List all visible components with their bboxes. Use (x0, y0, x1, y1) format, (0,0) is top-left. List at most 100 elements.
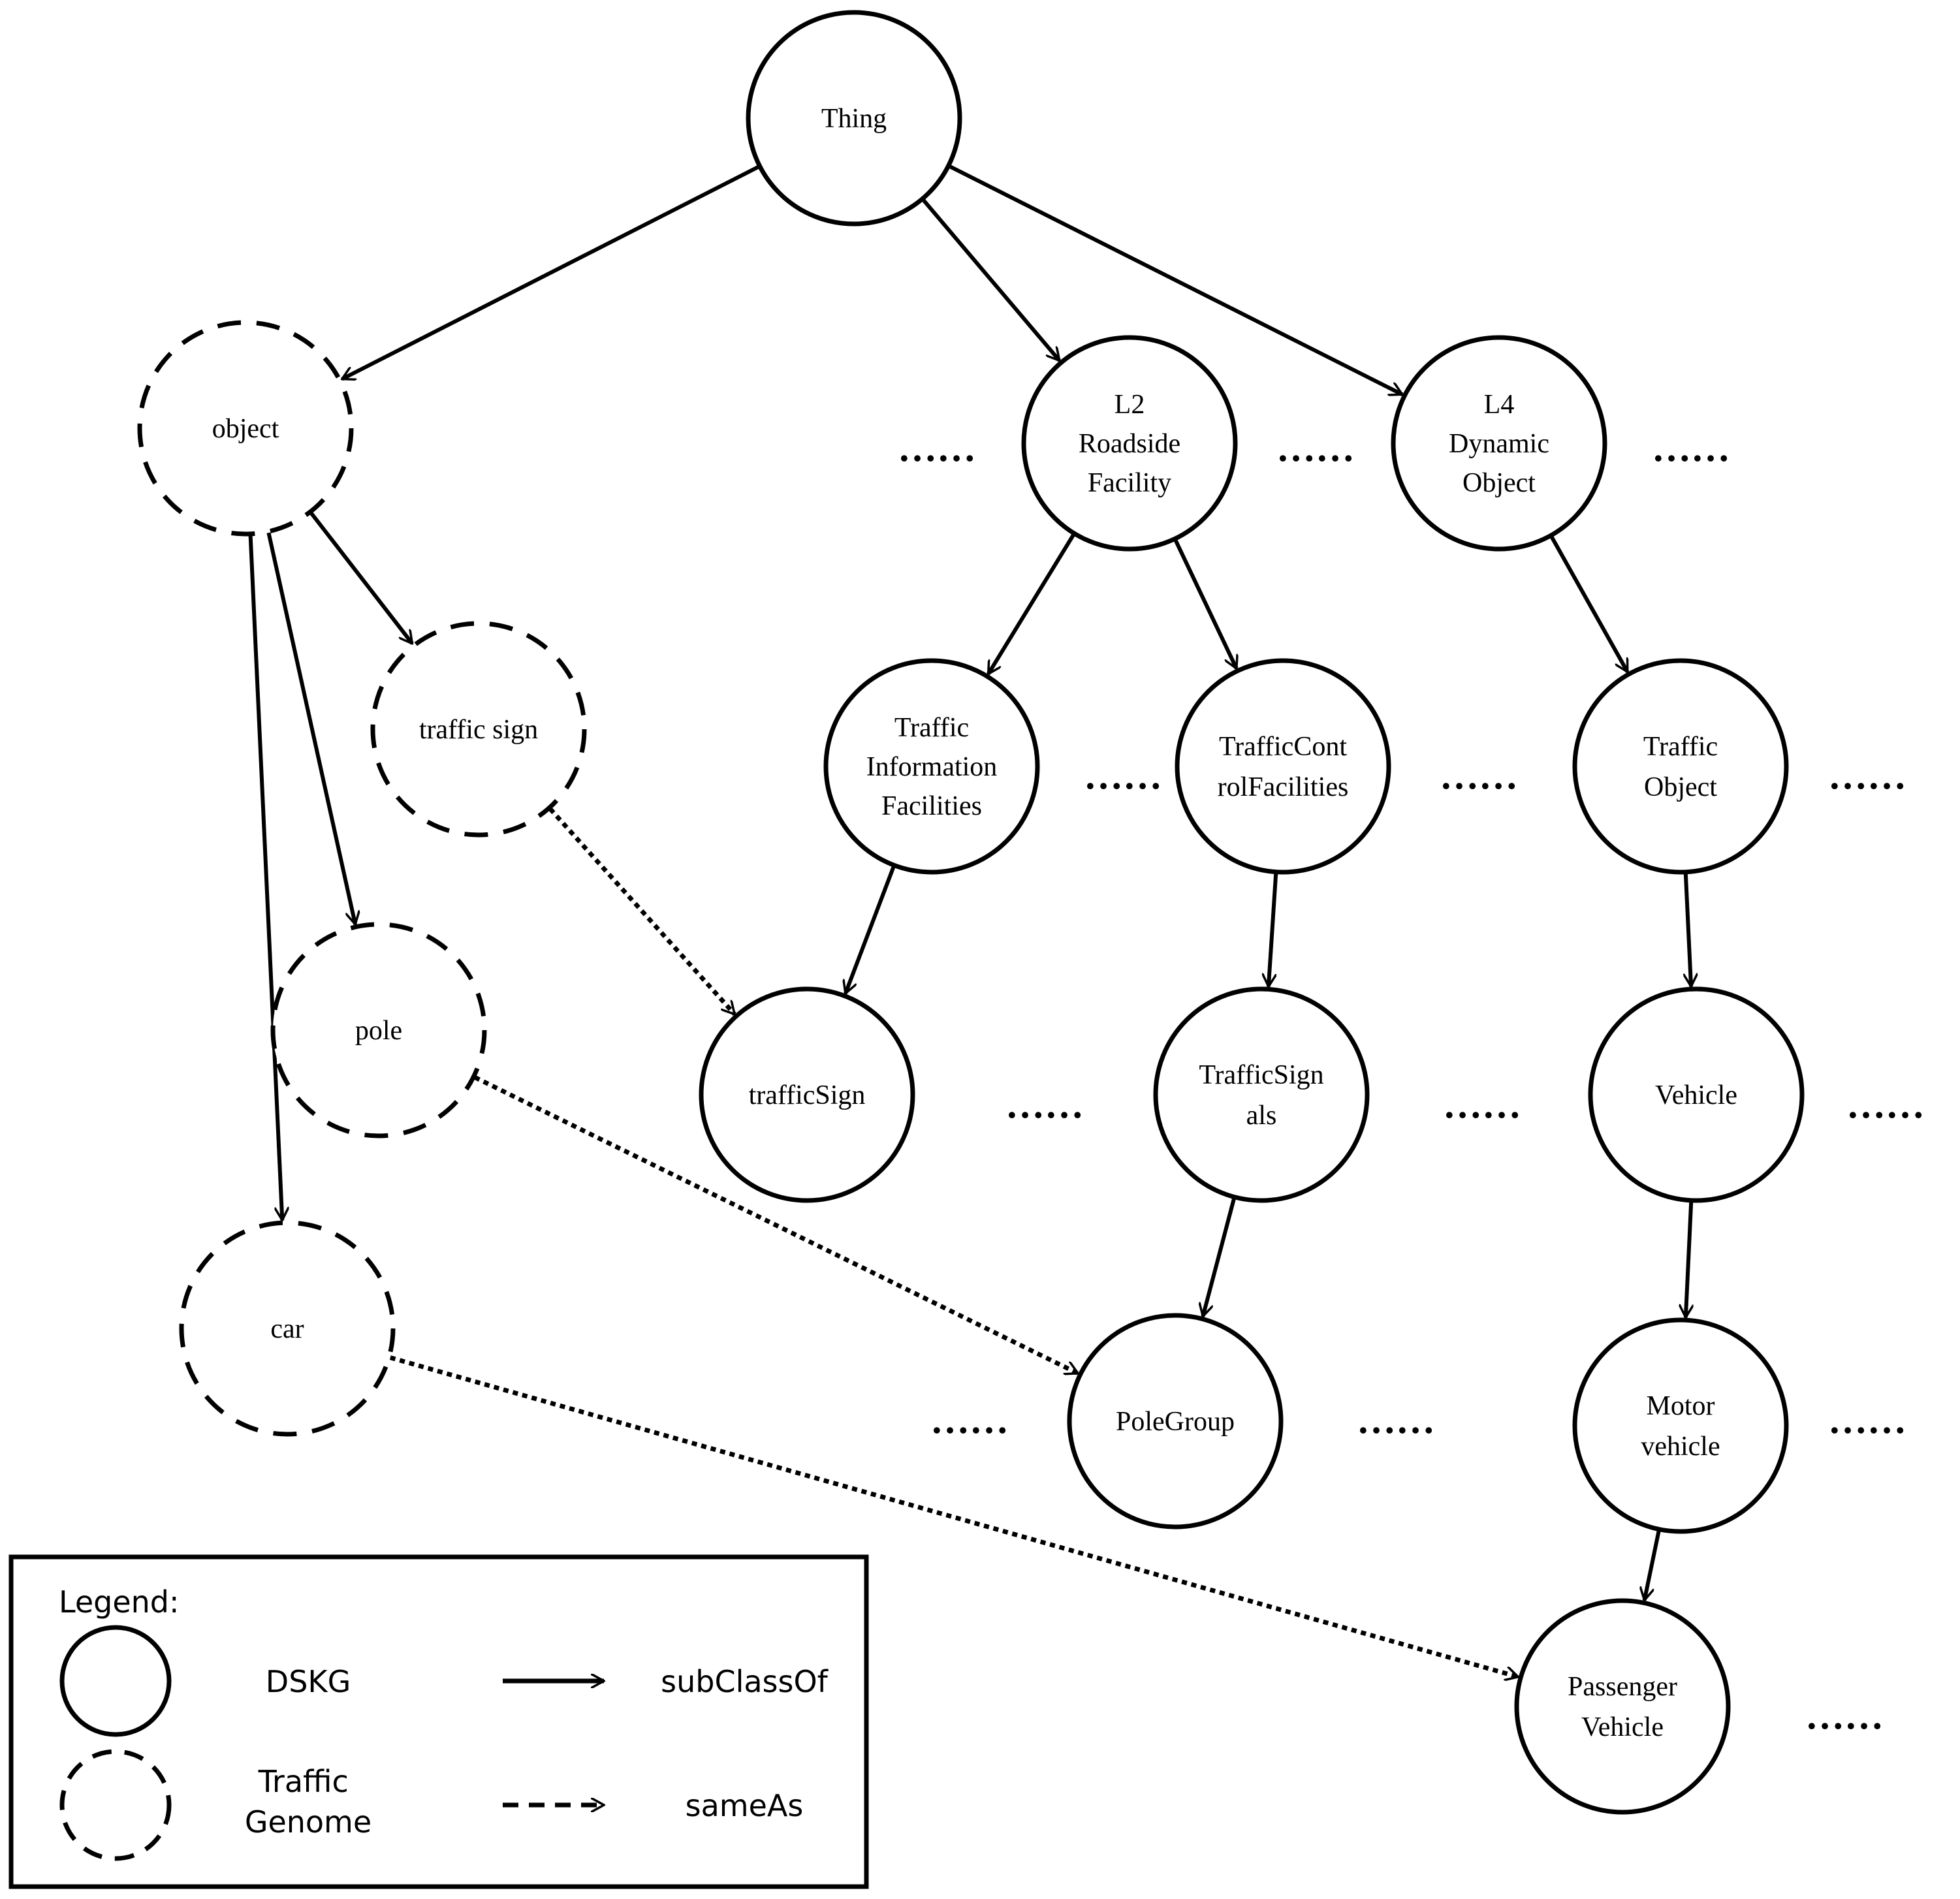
ellipsis-dots: …… (1357, 1398, 1435, 1441)
node-label: Roadside (1079, 429, 1180, 459)
node-label: object (212, 414, 279, 444)
edge-sameas (548, 807, 736, 1014)
node-label: Object (1644, 772, 1717, 802)
node-circle (179, 1220, 396, 1437)
node-label: pole (355, 1016, 402, 1046)
node-label: L4 (1484, 390, 1515, 420)
edge-subclassof (987, 533, 1075, 674)
legend-dskg-symbol (59, 1625, 172, 1737)
node-label: als (1246, 1101, 1277, 1131)
edge-subclassof (846, 866, 896, 993)
node-label: Passenger (1568, 1672, 1677, 1702)
edge-subclassof (1686, 873, 1691, 986)
node-label: vehicle (1641, 1432, 1720, 1462)
legend-subclassof-label: subClassOf (661, 1664, 829, 1699)
node-label: Dynamic (1449, 429, 1549, 459)
ellipsis-dots: …… (1828, 754, 1906, 797)
edge-subclassof (248, 535, 283, 1220)
node-label: L2 (1114, 390, 1145, 420)
legend-traffic-genome-symbol (59, 1749, 172, 1861)
node-tcf: TrafficCont rolFacilities (1175, 658, 1391, 875)
node-label: PoleGroup (1116, 1407, 1235, 1437)
node-label: Traffic (894, 713, 969, 743)
edge-subclassof (1645, 1530, 1661, 1601)
ellipsis-dots: …… (1276, 426, 1355, 469)
node-signals: TrafficSign als (1153, 986, 1370, 1203)
legend-box (8, 1554, 869, 1889)
legend-traffic-genome-line2: Genome (245, 1804, 371, 1840)
node-polegroup: PoleGroup (1067, 1313, 1284, 1530)
legend: Legend: DSKG Traffic Genome subClassOf s… (8, 1554, 869, 1889)
node-label: Vehicle (1581, 1712, 1664, 1742)
node-pole: pole (270, 922, 487, 1138)
node-label: Traffic (1643, 732, 1718, 762)
node-label: rolFacilities (1218, 772, 1349, 802)
node-circle (270, 922, 487, 1138)
edge-subclassof (1269, 873, 1278, 987)
node-vehicle: Vehicle (1588, 986, 1805, 1203)
node-label: Motor (1647, 1391, 1715, 1421)
node-label: car (270, 1314, 304, 1344)
node-label: Vehicle (1655, 1080, 1737, 1110)
edge-subclassof (266, 532, 355, 924)
edge-sameas (473, 1075, 1078, 1375)
legend-dskg-label: DSKG (266, 1664, 351, 1699)
node-circle (1588, 986, 1805, 1203)
node-circle (1572, 658, 1789, 875)
ellipsis-dots: …… (1440, 754, 1518, 797)
node-label: Thing (821, 104, 887, 134)
node-motor: Motor vehicle (1572, 1317, 1789, 1534)
node-traffic-sign-tg: traffic sign (370, 621, 587, 838)
edge-subclassof (921, 198, 1060, 360)
node-circle (699, 986, 915, 1203)
legend-traffic-genome-label: Traffic Genome (245, 1764, 371, 1840)
edge-subclassof (342, 165, 760, 381)
ellipsis-dots: …… (1846, 1083, 1925, 1126)
ellipsis-dots: …… (1084, 754, 1162, 797)
node-circle (823, 658, 1040, 875)
node-car: car (179, 1220, 396, 1437)
ellipsis-dots: …… (1805, 1694, 1884, 1737)
ellipsis-dots: …… (1652, 426, 1730, 469)
legend-traffic-genome-line1: Traffic (258, 1764, 349, 1799)
node-circle (1391, 335, 1607, 552)
node-label: trafficSign (749, 1080, 866, 1110)
legend-title: Legend: (59, 1584, 179, 1620)
edge-subclassof (1173, 539, 1236, 668)
node-label: Information (866, 752, 998, 782)
edge-subclassof (949, 165, 1402, 396)
ellipsis-dots: …… (930, 1398, 1009, 1441)
node-circle (137, 320, 354, 537)
node-circle (1067, 1313, 1284, 1530)
node-circle (1153, 986, 1370, 1203)
node-object: object (137, 320, 354, 537)
edge-subclassof (1686, 1201, 1691, 1317)
edge-subclassof (1549, 535, 1630, 672)
node-label: TrafficCont (1219, 732, 1347, 762)
node-traffic-sign: trafficSign (699, 986, 915, 1203)
ellipsis-dots: …… (898, 426, 976, 469)
legend-sameas-label: sameAs (686, 1788, 804, 1823)
node-circle (370, 621, 587, 838)
node-thing: Thing (746, 10, 962, 227)
node-circle (746, 10, 962, 227)
edge-subclassof (1203, 1197, 1237, 1317)
node-circle (1572, 1317, 1789, 1534)
node-label: Object (1462, 468, 1536, 498)
edge-subclassof (309, 511, 414, 644)
node-circle (1021, 335, 1238, 552)
ellipsis-dots: …… (1828, 1398, 1906, 1441)
node-circle (1514, 1598, 1731, 1815)
node-label: Facility (1088, 468, 1171, 498)
ellipsis-dots: …… (1443, 1083, 1521, 1126)
node-label: TrafficSign (1199, 1060, 1323, 1090)
node-circle (1175, 658, 1391, 875)
node-label: Facilities (881, 791, 982, 821)
ellipsis-dots: …… (1005, 1083, 1084, 1126)
